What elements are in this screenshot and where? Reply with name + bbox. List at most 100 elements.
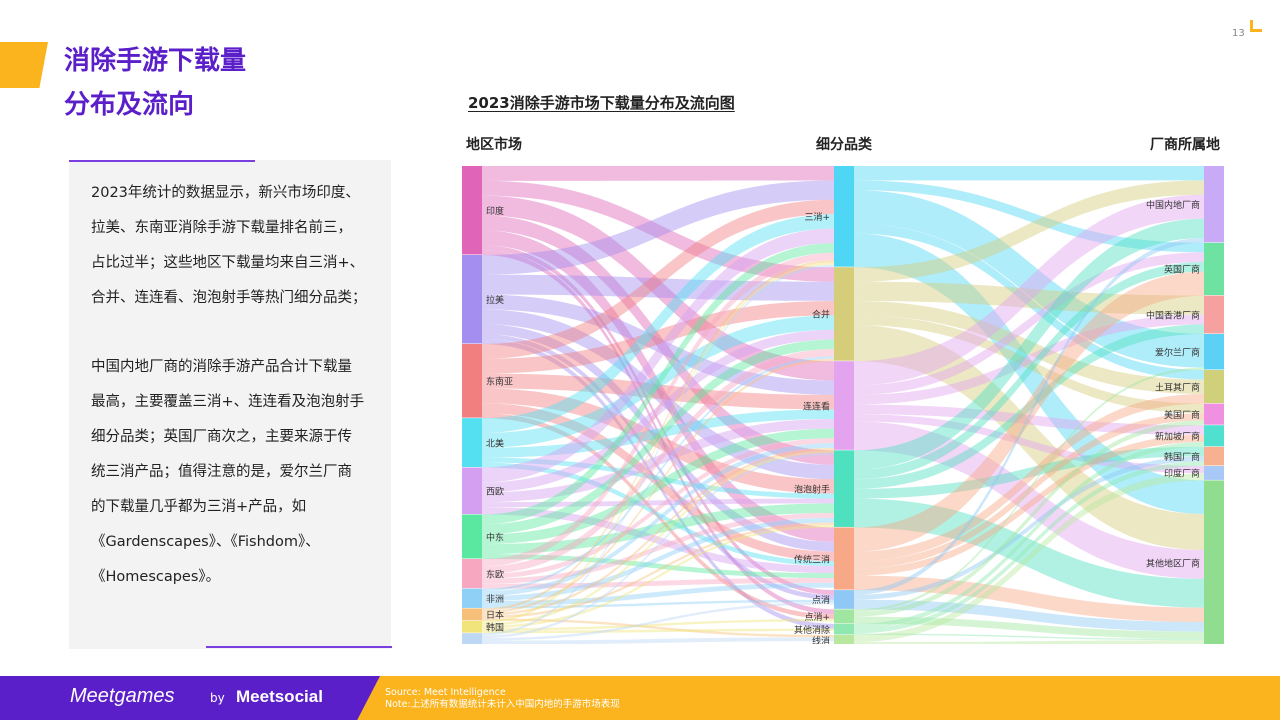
flow-genre-to-publisher [854, 640, 1204, 644]
publisher-label: 印度厂商 [1164, 468, 1200, 480]
flow-region-to-genre [482, 214, 834, 433]
para1-line: 2023年统计的数据显示，新兴市场印度、 [91, 185, 360, 201]
publisher-label: 爱尔兰厂商 [1155, 347, 1200, 359]
region-label: 印度 [486, 205, 504, 217]
footer-bar: Meetgames by Meetsocial [0, 676, 1280, 720]
flow-genre-to-publisher [854, 367, 1204, 612]
flow-region-to-genre [482, 578, 834, 589]
panel-top-line [69, 160, 255, 162]
genre-node [834, 609, 854, 624]
flow-region-to-genre [482, 388, 834, 494]
region-node [462, 254, 482, 344]
genre-node [834, 166, 854, 267]
publisher-node [1204, 466, 1224, 480]
region-node [462, 608, 482, 621]
flow-region-to-genre [482, 339, 834, 629]
region-node [462, 633, 482, 644]
flow-genre-to-publisher [854, 446, 1204, 499]
genre-label: 合并 [812, 309, 830, 321]
flow-region-to-genre [482, 356, 834, 592]
flow-genre-to-publisher [854, 271, 1204, 552]
flow-genre-to-publisher [854, 442, 1204, 629]
flow-region-to-genre [482, 373, 834, 410]
flow-region-to-genre [482, 199, 834, 359]
flow-region-to-genre [482, 334, 834, 600]
flow-region-to-genre [482, 450, 834, 626]
flow-region-to-genre [482, 250, 834, 615]
region-node [462, 467, 482, 515]
meetsocial-logo: Meetsocial [236, 687, 323, 706]
genre-node [834, 267, 854, 361]
page-title-line1: 消除手游下载量 [64, 46, 247, 76]
flow-genre-to-publisher [854, 456, 1204, 600]
flow-genre-to-publisher [854, 461, 1204, 634]
flow-region-to-genre [482, 230, 834, 542]
publisher-node [1204, 295, 1224, 334]
flow-genre-to-publisher [854, 420, 1204, 617]
region-node [462, 514, 482, 559]
flow-region-to-genre [482, 403, 834, 562]
genre-label: 连连看 [803, 400, 830, 412]
region-node [462, 418, 482, 468]
flow-region-to-genre [482, 274, 834, 301]
para2-line: 细分品类；英国厂商次之，主要来源于传 [91, 429, 352, 445]
genre-label: 点消 [812, 594, 830, 606]
note-text: Note:上述所有数据统计未计入中国内地的手游市场表现 [385, 699, 620, 710]
flow-region-to-genre [482, 512, 834, 584]
region-label: 东欧 [486, 568, 504, 580]
region-node [462, 620, 482, 633]
para2-line: 统三消产品；值得注意的是，爱尔兰厂商 [91, 464, 352, 480]
flow-region-to-genre [482, 409, 834, 458]
para2-line: 《Homescapes》。 [91, 569, 221, 585]
publisher-label: 中国内地厂商 [1146, 199, 1200, 211]
flow-region-to-genre [482, 498, 834, 508]
flow-region-to-genre [482, 443, 834, 597]
flow-region-to-genre [482, 452, 834, 639]
para2-line: 的下载量几乎都为三消+产品，如 [91, 499, 307, 515]
flow-region-to-genre [482, 309, 834, 480]
flow-genre-to-publisher [854, 414, 1204, 474]
flow-region-to-genre [482, 599, 834, 609]
flow-region-to-genre [482, 517, 834, 602]
genre-label: 传统三消 [794, 553, 830, 565]
flow-genre-to-publisher [854, 394, 1204, 562]
flow-region-to-genre [482, 428, 834, 545]
flow-genre-to-publisher [854, 575, 1204, 622]
flow-genre-to-publisher [854, 166, 1204, 181]
flow-region-to-genre [482, 300, 834, 374]
flow-region-to-genre [482, 438, 834, 579]
genre-node [834, 527, 854, 590]
flow-region-to-genre [482, 329, 834, 493]
page-number: 13 [1232, 28, 1245, 39]
flow-genre-to-publisher [854, 300, 1204, 394]
footer-source: Source: Meet Intelligence Note:上述所有数据统计未… [385, 687, 620, 711]
publisher-node [1204, 403, 1224, 425]
flow-genre-to-publisher [854, 616, 1204, 639]
flow-region-to-genre [482, 507, 834, 574]
para1-line: 占比过半；这些地区下载量均来自三消+、 [91, 255, 365, 271]
publisher-node [1204, 242, 1224, 296]
publisher-node [1204, 166, 1224, 243]
title-accent-bar [0, 42, 48, 88]
flow-region-to-genre [482, 628, 834, 634]
flow-genre-to-publisher [854, 223, 1204, 380]
publisher-node [1204, 370, 1224, 404]
genre-node [834, 361, 854, 450]
column-header-publisher: 厂商所属地 [1150, 137, 1220, 153]
summary-paragraph-1: 2023年统计的数据显示，新兴市场印度、 拉美、东南亚消除手游下载量排名前三， … [91, 176, 367, 316]
source-text: Source: Meet Intelligence [385, 687, 506, 698]
flow-genre-to-publisher [854, 421, 1204, 579]
flow-region-to-genre [482, 215, 834, 465]
region-node [462, 343, 482, 418]
publisher-label: 中国香港厂商 [1146, 309, 1200, 321]
region-label: 日本 [486, 609, 504, 621]
flow-region-to-genre [482, 294, 834, 395]
flow-genre-to-publisher [854, 325, 1204, 550]
region-label: 韩国 [486, 621, 504, 633]
publisher-node [1204, 480, 1224, 644]
flow-region-to-genre [482, 243, 834, 525]
region-label: 北美 [486, 437, 504, 449]
column-header-genre: 细分品类 [816, 137, 872, 153]
corner-mark-icon [1250, 20, 1262, 32]
publisher-label: 其他地区厂商 [1146, 558, 1200, 570]
